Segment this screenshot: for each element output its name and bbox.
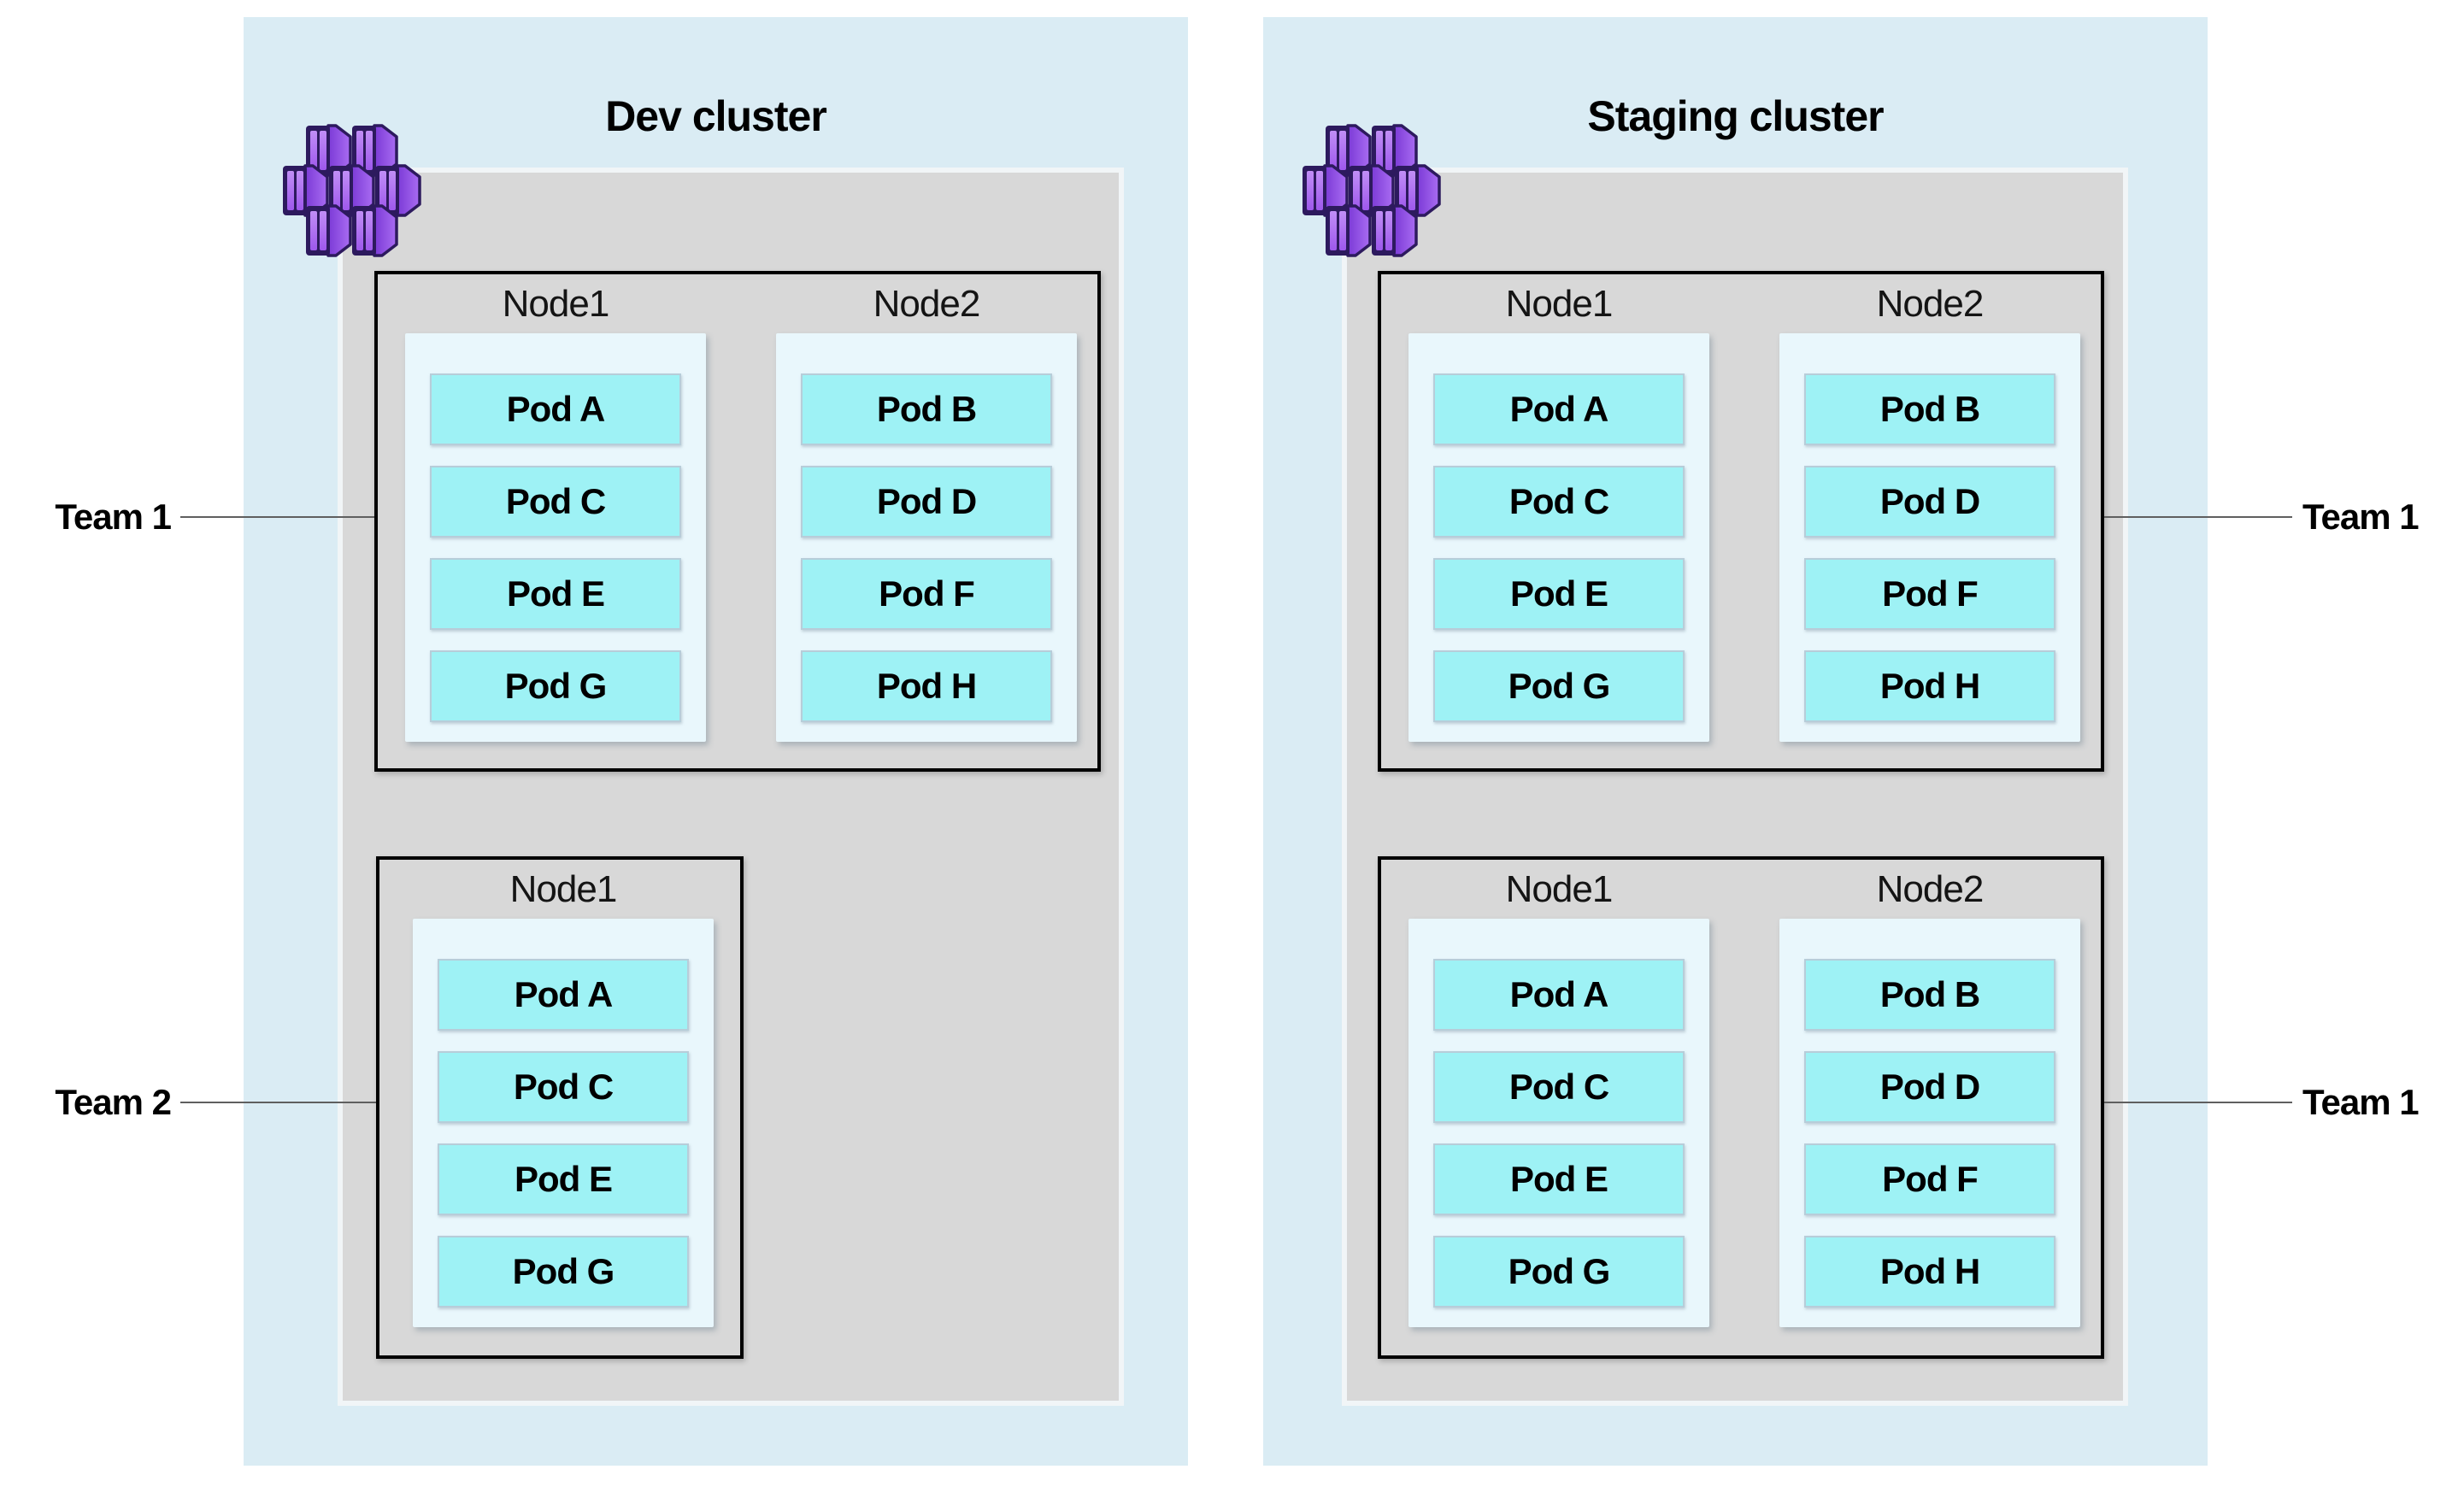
pod: Pod E	[438, 1143, 689, 1215]
pod: Pod C	[430, 466, 681, 538]
pod: Pod G	[1433, 1236, 1685, 1308]
team-connector-line	[2104, 516, 2292, 518]
node-container: Pod B Pod D Pod F Pod H	[776, 333, 1077, 742]
team-label: Team 1	[2302, 497, 2420, 537]
cluster-title: Dev cluster	[605, 92, 827, 140]
pod: Pod E	[430, 558, 681, 630]
pod: Pod G	[430, 650, 681, 722]
node-label: Node2	[1876, 283, 1985, 325]
node-label: Node2	[1876, 868, 1985, 910]
team-label: Team 1	[2302, 1082, 2420, 1122]
pod: Pod E	[1433, 1143, 1685, 1215]
node-container: Pod B Pod D Pod F Pod H	[1779, 919, 2080, 1327]
cluster-title: Staging cluster	[1587, 92, 1884, 140]
pod: Pod C	[1433, 1051, 1685, 1123]
pod: Pod E	[1433, 558, 1685, 630]
team-connector-line	[180, 1102, 376, 1103]
pod: Pod B	[1804, 373, 2055, 445]
pod: Pod C	[438, 1051, 689, 1123]
pod: Pod A	[1433, 373, 1685, 445]
pod: Pod D	[1804, 1051, 2055, 1123]
pod: Pod B	[1804, 959, 2055, 1031]
pod: Pod A	[438, 959, 689, 1031]
node-container: Pod B Pod D Pod F Pod H	[1779, 333, 2080, 742]
pod: Pod A	[1433, 959, 1685, 1031]
team-connector-line	[180, 516, 374, 518]
node-label: Node2	[873, 283, 981, 325]
pod: Pod G	[1433, 650, 1685, 722]
node-container: Pod A Pod C Pod E Pod G	[413, 919, 714, 1327]
pod: Pod F	[1804, 558, 2055, 630]
team-box: Node1 Node2 Pod A Pod C Pod E Pod G Pod …	[1378, 271, 2104, 772]
containers-icon	[1301, 124, 1441, 257]
pod: Pod B	[801, 373, 1052, 445]
pod: Pod C	[1433, 466, 1685, 538]
team-connector-line	[2104, 1102, 2292, 1103]
team-label: Team 1	[55, 497, 172, 537]
pod: Pod H	[1804, 650, 2055, 722]
node-label: Node1	[509, 868, 618, 910]
node-container: Pod A Pod C Pod E Pod G	[1408, 333, 1709, 742]
team-box: Node1 Node2 Pod A Pod C Pod E Pod G Pod …	[1378, 856, 2104, 1359]
pod: Pod F	[801, 558, 1052, 630]
pod: Pod G	[438, 1236, 689, 1308]
node-label: Node1	[1505, 283, 1614, 325]
pod: Pod F	[1804, 1143, 2055, 1215]
team-box: Node1 Node2 Pod A Pod C Pod E Pod G Pod …	[374, 271, 1101, 772]
pod: Pod A	[430, 373, 681, 445]
node-label: Node1	[502, 283, 610, 325]
pod: Pod D	[1804, 466, 2055, 538]
team-label: Team 2	[55, 1082, 172, 1122]
team-box: Node1 Pod A Pod C Pod E Pod G	[376, 856, 744, 1359]
pod: Pod H	[1804, 1236, 2055, 1308]
pod: Pod H	[801, 650, 1052, 722]
node-container: Pod A Pod C Pod E Pod G	[1408, 919, 1709, 1327]
node-label: Node1	[1505, 868, 1614, 910]
containers-icon	[281, 124, 421, 257]
pod: Pod D	[801, 466, 1052, 538]
node-container: Pod A Pod C Pod E Pod G	[405, 333, 706, 742]
